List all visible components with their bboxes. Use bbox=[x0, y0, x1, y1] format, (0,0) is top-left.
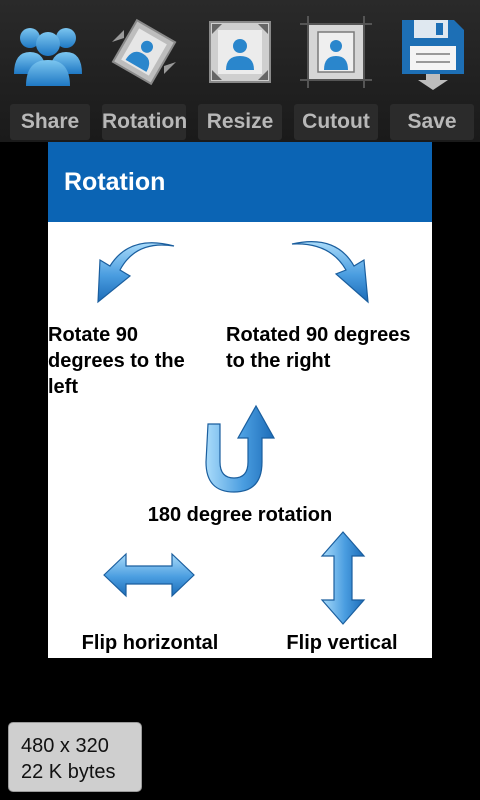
rotation-label: Rotation bbox=[102, 104, 187, 140]
vertical-double-arrow-icon bbox=[320, 531, 366, 625]
save-floppy-icon bbox=[402, 20, 464, 90]
resize-button[interactable]: Resize bbox=[192, 0, 288, 142]
horizontal-double-arrow-icon bbox=[103, 552, 195, 598]
image-info-box: 480 x 320 22 K bytes bbox=[8, 722, 142, 792]
flip-horizontal-option[interactable]: Flip horizontal bbox=[48, 534, 252, 658]
rotate-left-option[interactable]: Rotate 90 degrees to the left bbox=[48, 222, 232, 402]
cutout-label: Cutout bbox=[294, 104, 378, 140]
share-label: Share bbox=[10, 104, 90, 140]
rotation-dialog: Rotation Rotate 90 degrees to the left R… bbox=[48, 142, 432, 658]
toolbar: Share Rotation bbox=[0, 0, 480, 142]
resize-label: Resize bbox=[198, 104, 282, 140]
cutout-button[interactable]: Cutout bbox=[288, 0, 384, 142]
image-file-size: 22 K bytes bbox=[21, 761, 116, 783]
rotate-180-label: 180 degree rotation bbox=[147, 504, 333, 526]
save-button[interactable]: Save bbox=[384, 0, 480, 142]
rotation-icon bbox=[111, 18, 177, 86]
rotate-left-arrow-icon bbox=[97, 242, 175, 304]
rotation-button[interactable]: Rotation bbox=[96, 0, 192, 142]
flip-vertical-option[interactable]: Flip vertical bbox=[252, 530, 432, 658]
rotate-right-label: Rotated 90 degrees to the right bbox=[226, 324, 411, 372]
rotate-180-option[interactable]: 180 degree rotation bbox=[128, 404, 352, 532]
image-dimensions: 480 x 320 bbox=[21, 735, 109, 757]
u-turn-arrow-icon bbox=[205, 404, 276, 493]
flip-vertical-label: Flip vertical bbox=[286, 632, 398, 654]
rotate-right-option[interactable]: Rotated 90 degrees to the right bbox=[224, 222, 432, 402]
share-people-icon bbox=[14, 28, 82, 86]
share-button[interactable]: Share bbox=[0, 0, 96, 142]
dialog-title: Rotation bbox=[48, 142, 432, 222]
resize-icon bbox=[209, 21, 271, 83]
rotate-left-label: Rotate 90 degrees to the left bbox=[48, 324, 185, 398]
cutout-icon bbox=[300, 16, 372, 88]
rotate-right-arrow-icon bbox=[291, 241, 369, 304]
flip-horizontal-label: Flip horizontal bbox=[81, 632, 219, 654]
save-label: Save bbox=[390, 104, 474, 140]
